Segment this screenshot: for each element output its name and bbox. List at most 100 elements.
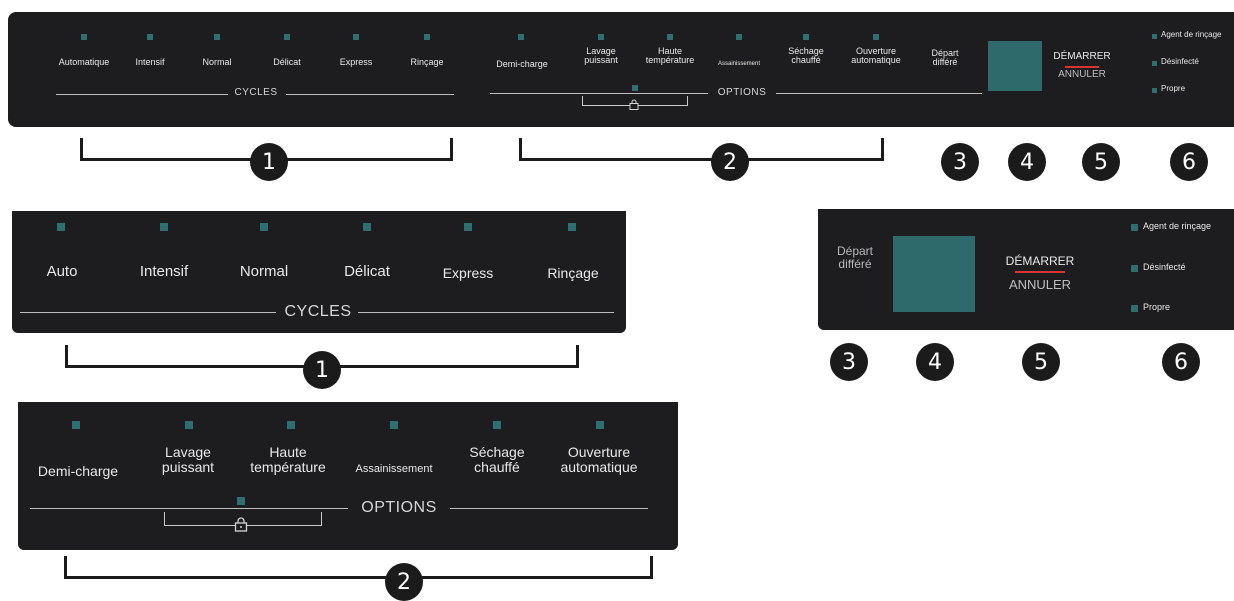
option-led-ouverture-automatique-detail [596,421,604,429]
sanitized-indicator-label-detail: Désinfecté [1143,262,1186,272]
cycles-divider-right [286,94,454,95]
options-bracket [519,138,884,161]
lock-led [632,85,638,91]
option-led-assainissement-detail [390,421,398,429]
time-display [988,41,1042,91]
option-button-haute-temperature[interactable]: Haute température [645,46,695,66]
cycle-button-rincage[interactable]: Rinçage [410,57,444,67]
cycle-button-delicat[interactable]: Délicat [273,57,301,67]
callout-5: 5 [1082,143,1120,181]
options-detail-panel: Demi-charge Lavage puissant Haute tempér… [18,402,678,550]
delay-start-button[interactable]: Départ différé [931,48,959,68]
start-button[interactable]: DÉMARRER [1053,51,1111,62]
cycle-button-express-detail[interactable]: Express [442,265,494,281]
options-detail-bracket [64,556,653,579]
option-button-ouverture-automatique[interactable]: Ouverture automatique [851,46,901,66]
callout-3-detail: 3 [830,343,868,381]
clean-indicator-led [1152,88,1157,93]
options-title: OPTIONS [717,87,767,98]
cycle-led-intensif-detail [160,223,168,231]
option-button-demi-charge[interactable]: Demi-charge [496,59,548,69]
lock-icon-detail [234,517,248,532]
option-button-ouverture-automatique-detail[interactable]: Ouverture automatique [560,444,638,475]
rinse-aid-indicator-label: Agent de rinçage [1161,30,1222,39]
cycle-button-auto-detail[interactable]: Auto [46,263,78,280]
option-button-sechage-chauffe[interactable]: Séchage chauffé [788,46,824,66]
cycles-divider-left [56,94,228,95]
option-led-ouverture-automatique [873,34,879,40]
option-button-haute-temperature-detail[interactable]: Haute température [250,444,326,475]
callout-3: 3 [941,143,979,181]
option-led-lavage-puissant-detail [185,421,193,429]
cycle-button-rincage-detail[interactable]: Rinçage [547,265,599,281]
callout-4-detail: 4 [916,343,954,381]
option-button-demi-charge-detail[interactable]: Demi-charge [37,463,119,479]
lock-icon [629,99,639,110]
callout-4: 4 [1008,143,1046,181]
cycle-led-intensif [147,34,153,40]
callout-6-detail: 6 [1162,343,1200,381]
cycle-led-normal-detail [260,223,268,231]
cycle-button-intensif[interactable]: Intensif [135,57,165,67]
rinse-aid-indicator-led [1152,34,1157,39]
option-led-demi-charge [518,34,524,40]
cycles-title: CYCLES [234,87,278,98]
options-detail-divider-left [30,508,348,509]
option-led-assainissement [736,34,742,40]
cycle-button-delicat-detail[interactable]: Délicat [344,263,390,280]
cycle-led-rincage [424,34,430,40]
option-led-demi-charge-detail [72,421,80,429]
start-cancel-separator [1065,66,1099,68]
cycle-led-delicat-detail [363,223,371,231]
callout-2: 2 [711,143,749,181]
lock-led-detail [237,497,245,505]
options-divider-left [490,93,708,94]
delay-start-button-detail[interactable]: Départ différé [836,244,874,271]
option-button-assainissement-detail[interactable]: Assainissement [355,463,433,475]
option-led-sechage-chauffe-detail [493,421,501,429]
time-display-detail [893,236,975,312]
clean-indicator-label-detail: Propre [1143,302,1171,312]
option-led-sechage-chauffe [803,34,809,40]
cycles-detail-divider-left [20,312,276,313]
sanitized-indicator-led [1152,61,1157,66]
sanitized-indicator-led-detail [1131,265,1138,272]
cycle-led-normal [214,34,220,40]
cycle-led-auto-detail [57,223,65,231]
options-detail-title: OPTIONS [361,499,437,516]
option-button-assainissement[interactable]: Assainissement [717,61,761,67]
callout-6: 6 [1170,143,1208,181]
cycle-button-normal[interactable]: Normal [202,57,232,67]
option-button-lavage-puissant-detail[interactable]: Lavage puissant [161,444,215,475]
clean-indicator-label: Propre [1161,84,1186,93]
cycle-button-intensif-detail[interactable]: Intensif [139,263,189,280]
cycles-detail-title: CYCLES [284,303,352,320]
option-led-haute-temperature [667,34,673,40]
start-detail-panel: Départ différé DÉMARRER ANNULER Agent de… [818,209,1234,330]
cycle-led-express-detail [464,223,472,231]
cycle-led-automatique [81,34,87,40]
cycle-button-express[interactable]: Express [339,57,373,67]
cycles-detail-panel: Auto Intensif Normal Délicat Express Rin… [12,211,626,333]
callout-1-detail: 1 [303,351,341,389]
option-button-lavage-puissant[interactable]: Lavage puissant [584,46,618,66]
callout-2-detail: 2 [385,563,423,601]
clean-indicator-led-detail [1131,305,1138,312]
cycle-led-delicat [284,34,290,40]
cycle-button-automatique[interactable]: Automatique [58,57,110,67]
options-divider-right [776,93,982,94]
callout-5-detail: 5 [1022,343,1060,381]
start-button-detail[interactable]: DÉMARRER [1005,254,1075,268]
rinse-aid-indicator-led-detail [1131,224,1138,231]
cancel-button[interactable]: ANNULER [1058,69,1106,80]
cycle-button-normal-detail[interactable]: Normal [239,263,289,280]
control-panel-full: Automatique Intensif Normal Délicat Expr… [8,12,1234,127]
cycles-detail-divider-right [358,312,614,313]
option-button-sechage-chauffe-detail[interactable]: Séchage chauffé [469,444,525,475]
options-detail-divider-right [450,508,648,509]
option-led-haute-temperature-detail [287,421,295,429]
callout-1: 1 [250,143,288,181]
cancel-button-detail[interactable]: ANNULER [1008,277,1072,292]
sanitized-indicator-label: Désinfecté [1161,57,1199,66]
cycle-led-rincage-detail [568,223,576,231]
